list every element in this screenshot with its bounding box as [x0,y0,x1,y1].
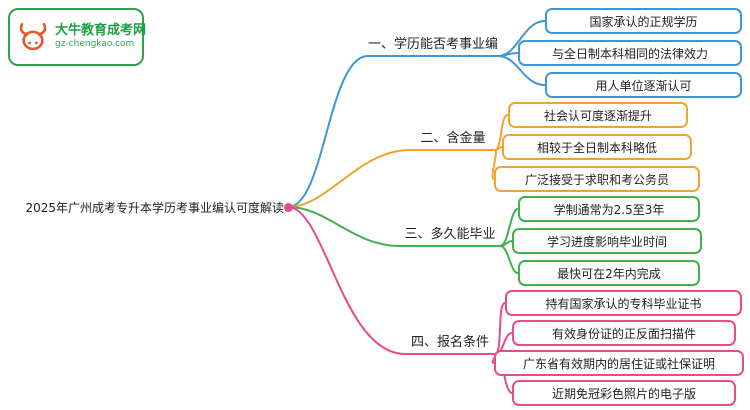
leaf-node: 与全日制本科相同的法律效力 [518,40,742,66]
leaf-node: 持有国家承认的专科毕业证书 [505,290,742,316]
site-logo: 大牛教育成考网 gz-chengkao.com [8,8,147,66]
leaf-node: 学制通常为2.5至3年 [518,196,700,222]
leaf-node: 近期免冠彩色照片的电子版 [512,380,736,406]
leaf-node: 广泛接受于求职和考公务员 [494,166,700,192]
leaf-node: 广东省有效期内的居住证或社保证明 [494,350,744,376]
site-name: 大牛教育成考网 [55,23,147,39]
branch-4-label: 四、报名条件 [405,331,495,355]
branch-3-label: 三、多久能毕业 [400,223,500,247]
leaf-node: 用人单位逐渐认可 [545,72,742,98]
root-node-dot [284,203,293,212]
branch-1-label: 一、学历能否考事业编 [368,33,498,57]
leaf-node: 国家承认的正规学历 [545,8,742,34]
leaf-node: 有效身份证的正反面扫描件 [512,320,736,346]
leaf-node: 最快可在2年内完成 [518,260,700,286]
root-topic: 2025年广州成考专升本学历考事业编认可度解读 [25,201,284,215]
leaf-node: 社会认可度逐渐提升 [508,102,688,128]
leaf-node: 学习进度影响毕业时间 [512,228,702,254]
bull-icon [19,22,47,51]
leaf-node: 相较于全日制本科略低 [502,134,692,160]
site-url: gz-chengkao.com [55,39,135,50]
branch-2-label: 二、含金量 [410,127,496,151]
